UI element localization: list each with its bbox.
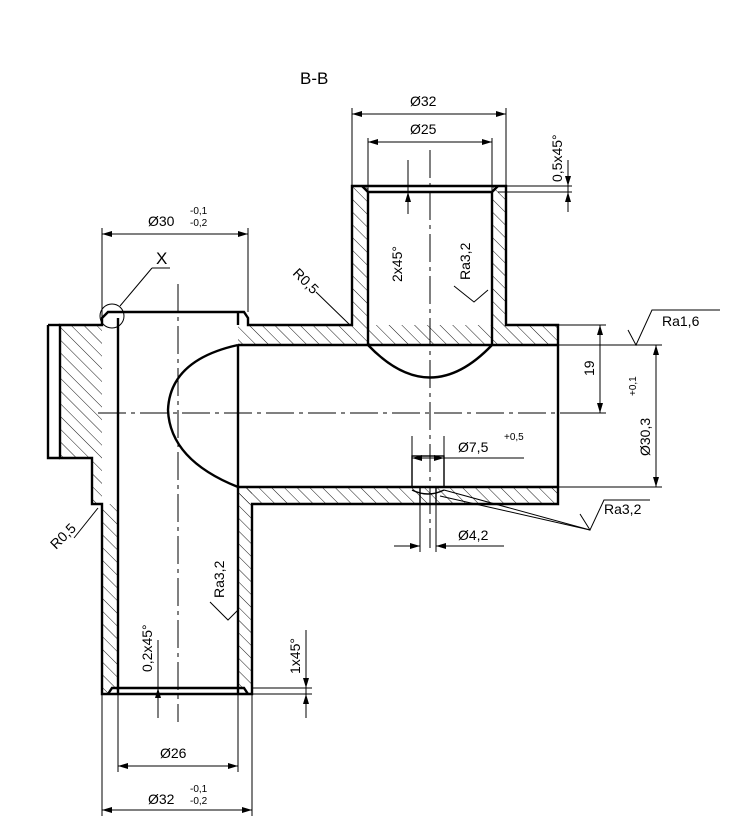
dim-chamfer-1x45: 1x45° (287, 638, 303, 674)
outer-contour (58, 184, 560, 696)
dim-chamfer-2x45: 2x45° (389, 246, 405, 282)
roughness-ra32-bottom: Ra3,2 (211, 560, 227, 598)
dim-d30-tol-lower: -0,2 (190, 218, 208, 229)
dim-r05-left: R0,5 (47, 520, 79, 552)
hatch-top-boss-left (352, 186, 368, 325)
dim-d32-top: Ø32 (410, 93, 437, 109)
hatch-vertical-right-wall (238, 487, 252, 694)
part-outline (46, 184, 560, 696)
hatch-bore-lower-wall (238, 487, 558, 504)
dim-d32-bottom-tol-lower: -0,2 (190, 796, 208, 807)
dim-d30-tol-upper: -0,1 (190, 206, 208, 217)
dim-d25-top: Ø25 (410, 121, 437, 137)
labels: B-B X Ø32 Ø25 0,5x45° Ø30 -0,1 -0,2 2x45… (47, 69, 700, 807)
roughness-ra32-right: Ra3,2 (604, 501, 642, 517)
dimension-lines (73, 108, 720, 816)
dim-d30: Ø30 (148, 213, 175, 229)
dim-19: 19 (581, 360, 597, 376)
dim-d26: Ø26 (160, 745, 187, 761)
roughness-ra16: Ra1,6 (662, 313, 700, 329)
dim-d30-3: Ø30,3 (637, 418, 653, 456)
left-bore-intersection (166, 343, 239, 489)
small-hole-counterbore (411, 455, 445, 488)
dim-d4-2: Ø4,2 (458, 527, 489, 543)
hatch-bore-upper-wall (238, 325, 558, 345)
small-hole-through (411, 487, 445, 504)
hatch-vertical-left-wall (102, 504, 118, 694)
dim-d32-bottom-tol-upper: -0,1 (190, 784, 208, 795)
dim-d7-5-tol: +0,5 (504, 432, 524, 443)
roughness-ra32-top: Ra3,2 (457, 242, 473, 280)
dim-d32-bottom: Ø32 (148, 791, 175, 807)
dim-r05-top: R0,5 (290, 265, 322, 297)
hatch-top-boss-right (492, 186, 506, 325)
center-lines (98, 150, 572, 722)
dim-chamfer-0-2: 0,2x45° (139, 624, 155, 672)
flange-step (46, 325, 60, 460)
dim-d7-5: Ø7,5 (458, 439, 489, 455)
detail-marker: X (156, 249, 167, 268)
dim-chamfer-top: 0,5x45° (549, 134, 565, 182)
hatch-left-flange (60, 325, 102, 504)
section-label: B-B (300, 69, 328, 88)
dim-d30-3-tol: +0,1 (628, 376, 639, 396)
